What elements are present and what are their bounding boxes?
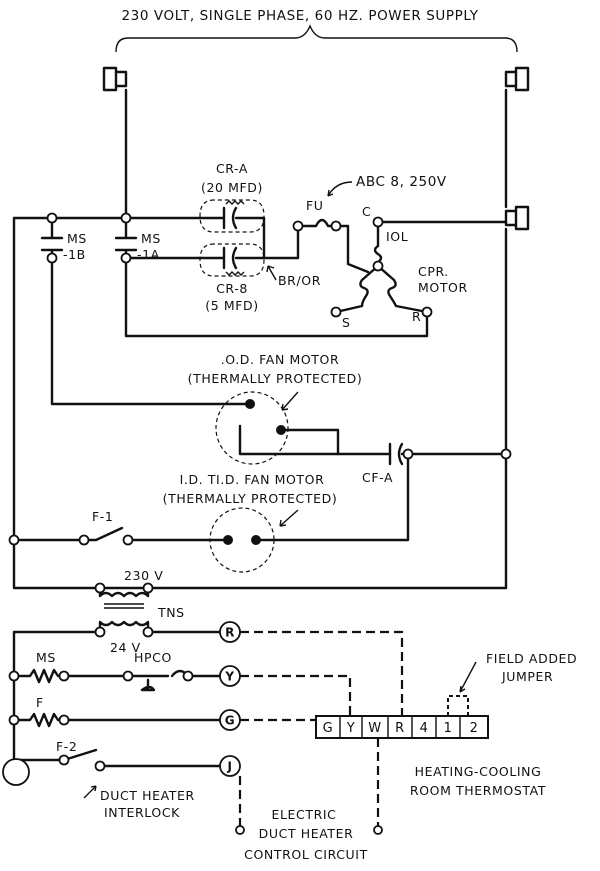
capacitor-cr-a [198, 199, 266, 233]
thermostat-cell-y: Y [346, 721, 356, 736]
f-2-row-wire [12, 748, 222, 768]
junction-nodes [8, 212, 512, 772]
compressor-term-c: C [362, 204, 371, 219]
svg-text:Y: Y [224, 670, 234, 684]
cr-8-name: CR-8 [216, 281, 248, 296]
compressor-label-1: CPR. [418, 264, 449, 279]
ms-1b-label-bottom: -1B [63, 247, 86, 262]
id-fan-leader [279, 509, 299, 527]
od-fan-wire-b [238, 424, 340, 456]
id-fan-label-1: I.D. TI.D. FAN MOTOR [180, 472, 325, 487]
od-fan-label-2: (THERMALLY PROTECTED) [188, 371, 363, 386]
compressor-term-r: R [412, 309, 421, 324]
id-fan-return-wire [254, 452, 410, 542]
f-1-label: F-1 [92, 509, 113, 524]
br-or-leader [266, 265, 277, 281]
od-fan-leader [281, 391, 299, 411]
transformer-secondary: 24 V [110, 640, 141, 655]
br-or-label: BR/OR [278, 273, 321, 288]
cr-a-rating: (20 MFD) [201, 180, 263, 195]
field-jumper [447, 695, 469, 716]
power-supply-label: 230 VOLT, SINGLE PHASE, 60 HZ. POWER SUP… [121, 8, 478, 24]
f-2-label: F-2 [56, 739, 77, 754]
thermostat-cell-w: W [368, 721, 381, 736]
svg-text:J: J [226, 760, 232, 774]
thermostat-terminal-strip: G Y W R 4 1 2 [315, 715, 489, 739]
fuse-label: FU [306, 198, 324, 213]
cr-8-rating: (5 MFD) [205, 298, 258, 313]
supply-brace [115, 24, 518, 53]
left-line-plug [102, 66, 128, 92]
od-fan-label-1: .O.D. FAN MOTOR [221, 352, 340, 367]
ms-1a-lower-wire [124, 256, 429, 338]
interlock-label-1: DUCT HEATER [100, 788, 195, 803]
capacitor-bus-wire [262, 216, 312, 260]
id-fan-label-2: (THERMALLY PROTECTED) [163, 491, 338, 506]
compressor-plug [504, 205, 530, 231]
interlock-leader [83, 785, 97, 799]
heater-label-3: CONTROL CIRCUIT [244, 847, 368, 862]
terminal-r: R [219, 621, 241, 643]
capacitor-cr-8 [198, 243, 266, 277]
jumper-label-2: JUMPER [501, 669, 553, 684]
transformer-name: TNS [157, 605, 185, 620]
thermostat-cell-1: 1 [444, 721, 453, 736]
ms-coil-row-wire [12, 668, 130, 684]
thermostat-cell-2: 2 [470, 721, 479, 736]
ms-1b-label-top: MS [67, 231, 87, 246]
terminal-g: G [219, 709, 241, 731]
terminal-y: Y [219, 665, 241, 687]
thermostat-cell-g: G [323, 721, 334, 736]
ms-1a-label-bottom: -1A [137, 247, 160, 262]
thermostat-label-1: HEATING-COOLING [415, 764, 542, 779]
hpco-switch [126, 669, 222, 692]
right-line-plug [504, 66, 530, 92]
capacitor-cf-a [388, 442, 404, 466]
heater-label-1: ELECTRIC [271, 807, 336, 822]
svg-text:G: G [225, 714, 235, 728]
cf-a-label: CF-A [362, 470, 393, 485]
f-relay-row-wire [12, 712, 222, 728]
compressor-overload: IOL [386, 229, 408, 244]
fuse-to-start-wire [334, 224, 370, 274]
transformer-primary: 230 V [124, 568, 163, 583]
ms-1b-contact [40, 216, 64, 260]
fuse-rating-leader [327, 181, 353, 197]
transformer-tns [98, 586, 150, 634]
fuse-rating: ABC 8, 250V [356, 174, 447, 190]
svg-text:R: R [225, 626, 235, 640]
terminal-j: J [219, 755, 241, 777]
thermostat-cell-r: R [395, 721, 405, 736]
od-fan-feed-wire [50, 256, 220, 406]
interlock-label-2: INTERLOCK [104, 805, 180, 820]
compressor-term-s: S [342, 315, 351, 330]
heater-terminal-left [235, 825, 245, 835]
jumper-label-1: FIELD ADDED [486, 651, 577, 666]
ground-terminal [2, 758, 30, 786]
ms-1a-label-top: MS [141, 231, 161, 246]
cr-a-name: CR-A [216, 161, 248, 176]
ms-coil-label: MS [36, 650, 56, 665]
thermostat-cell-4: 4 [420, 721, 429, 736]
field-wire-y [240, 674, 352, 716]
compressor-label-2: MOTOR [418, 280, 468, 295]
thermostat-label-2: ROOM THERMOSTAT [410, 783, 546, 798]
f-1-switch [82, 526, 230, 542]
ms-1a-contact [114, 216, 138, 260]
hpco-label: HPCO [134, 650, 172, 665]
field-wire-r [240, 630, 404, 716]
fuse-fu [308, 218, 338, 228]
heater-label-2: DUCT HEATER [259, 826, 354, 841]
jumper-leader [459, 661, 477, 693]
f-relay-label: F [36, 695, 44, 710]
heater-terminal-right [373, 825, 383, 835]
